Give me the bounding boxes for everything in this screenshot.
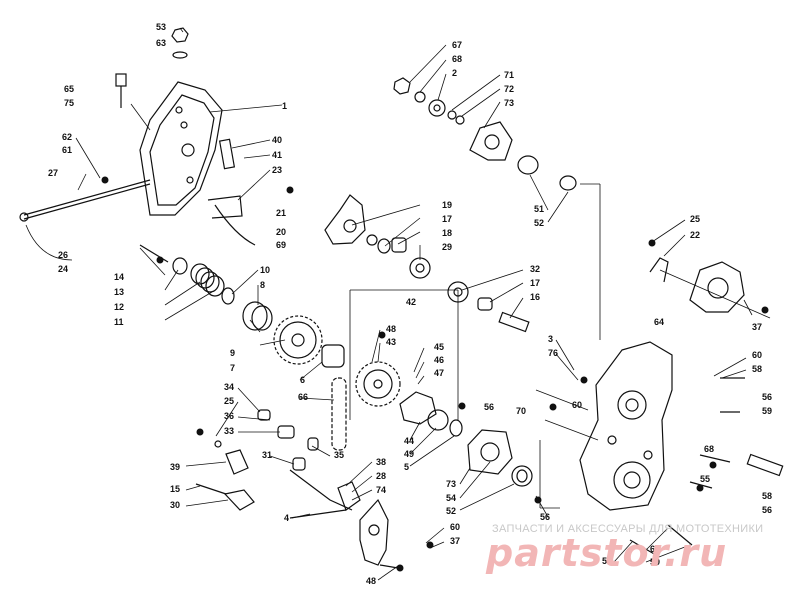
callout: 48 — [366, 576, 376, 586]
callout: 14 — [114, 272, 124, 282]
callout: 9 — [230, 348, 235, 358]
callout: 10 — [260, 265, 270, 275]
callout: 43 — [386, 337, 396, 347]
callout: 42 — [406, 297, 416, 307]
callout: 2 — [452, 68, 457, 78]
callout: 34 — [224, 382, 234, 392]
callout: 45 — [434, 342, 444, 352]
callout: 70 — [516, 406, 526, 416]
callout: 8 — [260, 280, 265, 290]
callout: 20 — [276, 227, 286, 237]
callout: 4 — [284, 513, 289, 523]
callout: 74 — [376, 485, 386, 495]
callout: 27 — [48, 168, 58, 178]
callout: 64 — [654, 317, 664, 327]
parts-artwork — [19, 27, 784, 569]
callout: 56 — [762, 392, 772, 402]
callout: 19 — [442, 200, 452, 210]
watermark-brand: partstor.ru — [485, 531, 727, 575]
callout: 56 — [540, 512, 550, 522]
callout: 71 — [504, 70, 514, 80]
callout: 60 — [450, 522, 460, 532]
leader-lines — [75, 27, 753, 581]
callout: 56 — [762, 505, 772, 515]
callout: 39 — [170, 462, 180, 472]
callout: 22 — [690, 230, 700, 240]
fastener-dots — [101, 176, 769, 572]
callout: 36 — [224, 411, 234, 421]
watermark-tagline: ЗАПЧАСТИ И АКСЕССУАРЫ ДЛЯ МОТОТЕХНИКИ — [492, 523, 763, 535]
callout: 63 — [156, 38, 166, 48]
callout: 66 — [298, 392, 308, 402]
callout: 47 — [434, 368, 444, 378]
callout: 49 — [404, 449, 414, 459]
callout: 16 — [530, 292, 540, 302]
watermark: ЗАПЧАСТИ И АКСЕССУАРЫ ДЛЯ МОТОТЕХНИКИ pa… — [485, 523, 763, 575]
callout: 53 — [156, 22, 166, 32]
callout: 37 — [450, 536, 460, 546]
callout: 73 — [446, 479, 456, 489]
callout: 13 — [114, 287, 124, 297]
callout: 68 — [452, 54, 462, 64]
callout: 57 — [602, 556, 612, 566]
callout: 33 — [224, 426, 234, 436]
callout: 6 — [300, 375, 305, 385]
callout: 50 — [650, 557, 660, 567]
callout: 41 — [272, 150, 282, 160]
callout: 62 — [62, 132, 72, 142]
callout: 63 — [650, 544, 660, 554]
callout: 18 — [442, 228, 452, 238]
callout: 11 — [114, 317, 124, 327]
callout: 60 — [572, 400, 582, 410]
callout: 21 — [276, 208, 286, 218]
callout: 7 — [230, 363, 235, 373]
callout: 15 — [170, 484, 180, 494]
callout: 37 — [752, 322, 762, 332]
callout: 76 — [548, 348, 558, 358]
callout: 29 — [442, 242, 452, 252]
callout: 44 — [404, 436, 414, 446]
callout: 25 — [690, 214, 700, 224]
callout-numbers: 53 63 65 75 1 40 41 23 62 61 27 26 24 21… — [48, 22, 772, 586]
callout: 32 — [530, 264, 540, 274]
callout: 1 — [282, 101, 287, 111]
callout: 48 — [386, 324, 396, 334]
callout: 67 — [452, 40, 462, 50]
callout: 5 — [404, 462, 409, 472]
callout: 26 — [58, 250, 68, 260]
callout: 69 — [276, 240, 286, 250]
callout: 28 — [376, 471, 386, 481]
callout: 24 — [58, 264, 68, 274]
callout: 17 — [442, 214, 452, 224]
callout: 68 — [704, 444, 714, 454]
callout: 52 — [534, 218, 544, 228]
callout: 75 — [64, 98, 74, 108]
callout: 58 — [762, 491, 772, 501]
callout: 61 — [62, 145, 72, 155]
callout: 73 — [504, 98, 514, 108]
callout: 46 — [434, 355, 444, 365]
callout: 12 — [114, 302, 124, 312]
callout: 58 — [752, 364, 762, 374]
callout: 25 — [224, 396, 234, 406]
callout: 52 — [446, 506, 456, 516]
callout: 17 — [530, 278, 540, 288]
callout: 35 — [334, 450, 344, 460]
callout: 72 — [504, 84, 514, 94]
callout: 38 — [376, 457, 386, 467]
callout: 65 — [64, 84, 74, 94]
callout: 54 — [446, 493, 456, 503]
callout: 31 — [262, 450, 272, 460]
callout: 23 — [272, 165, 282, 175]
callout: 56 — [484, 402, 494, 412]
callout: 40 — [272, 135, 282, 145]
callout: 60 — [752, 350, 762, 360]
callout: 55 — [700, 474, 710, 484]
callout: 51 — [534, 204, 544, 214]
callout: 59 — [762, 406, 772, 416]
callout: 3 — [548, 334, 553, 344]
callout: 30 — [170, 500, 180, 510]
